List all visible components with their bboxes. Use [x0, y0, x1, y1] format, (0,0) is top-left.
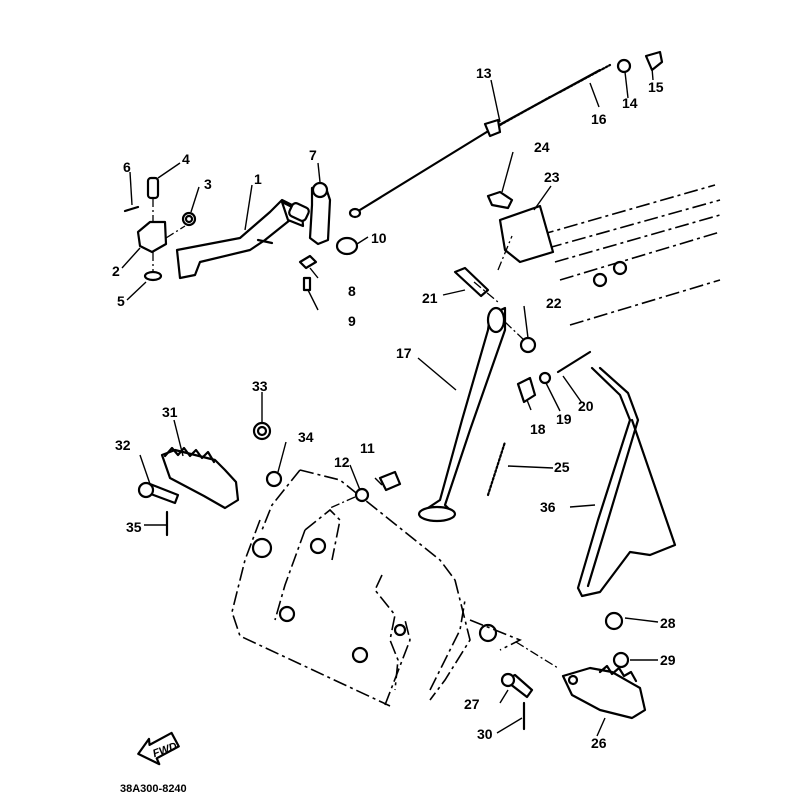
joint-14 — [616, 58, 632, 74]
callout-16: 16 — [591, 111, 607, 127]
callout-21: 21 — [422, 290, 438, 306]
cotter-pin-6 — [123, 205, 140, 213]
callout-32: 32 — [115, 437, 131, 453]
callout-29: 29 — [660, 652, 676, 668]
callout-12: 12 — [334, 454, 350, 470]
callout-8: 8 — [348, 283, 356, 299]
brake-rod — [353, 68, 602, 215]
callout-36: 36 — [540, 499, 556, 515]
callout-33: 33 — [252, 378, 268, 394]
stand-rod-36 — [576, 366, 677, 598]
washer — [143, 270, 163, 282]
callout-labels: 1 2 3 4 5 6 7 8 9 10 11 12 13 14 15 16 1… — [112, 65, 676, 751]
bolt-11 — [378, 470, 402, 492]
callout-34: 34 — [298, 429, 314, 445]
frame-outline — [231, 184, 721, 707]
side-stand-group — [417, 190, 592, 523]
nut-22 — [519, 336, 537, 354]
collar-34 — [265, 470, 283, 488]
callout-25: 25 — [554, 459, 570, 475]
callout-28: 28 — [660, 615, 676, 631]
left-footrest-group — [137, 421, 402, 537]
callout-23: 23 — [544, 169, 560, 185]
fwd-arrow: FWD — [137, 731, 180, 766]
callout-5: 5 — [117, 293, 125, 309]
callout-4: 4 — [182, 151, 190, 167]
callout-7: 7 — [309, 147, 317, 163]
stand-switch-18 — [516, 376, 537, 404]
bolt-9 — [302, 276, 312, 292]
spring-33 — [252, 421, 272, 441]
footrest-31 — [160, 448, 240, 510]
callout-13: 13 — [476, 65, 492, 81]
callout-30: 30 — [477, 726, 493, 742]
bolt-24 — [486, 190, 514, 210]
callout-10: 10 — [371, 230, 387, 246]
footrest-26 — [561, 666, 647, 720]
callout-9: 9 — [348, 313, 356, 329]
screw-20 — [556, 350, 592, 374]
callout-24: 24 — [534, 139, 550, 155]
clip — [298, 254, 318, 270]
spring-28 — [604, 611, 624, 631]
pedal-bracket — [136, 220, 168, 254]
callout-35: 35 — [126, 519, 142, 535]
rod-spring-16 — [558, 63, 612, 94]
callout-15: 15 — [648, 79, 664, 95]
callout-20: 20 — [578, 398, 594, 414]
collar-29 — [612, 651, 630, 669]
drawing-code: 38A300-8240 — [120, 783, 187, 795]
brake-pedal-group — [123, 176, 359, 292]
spring-10 — [335, 236, 359, 256]
pedal-spring — [181, 211, 197, 227]
callout-11: 11 — [360, 440, 375, 456]
leader-lines — [121, 67, 659, 737]
callout-3: 3 — [204, 176, 212, 192]
stand-spring-25 — [486, 440, 507, 497]
washer-19 — [538, 371, 552, 385]
callout-17: 17 — [396, 345, 412, 361]
stand-bracket-23 — [498, 204, 555, 264]
adjusting-nut-15 — [644, 50, 664, 72]
callout-19: 19 — [556, 411, 572, 427]
callout-6: 6 — [123, 159, 131, 175]
brake-pedal — [175, 198, 294, 280]
callout-1: 1 — [254, 171, 262, 187]
right-footrest-group — [500, 611, 647, 731]
callout-31: 31 — [162, 404, 178, 420]
pedal-pin — [146, 176, 160, 200]
callout-2: 2 — [112, 263, 120, 279]
callout-18: 18 — [530, 421, 546, 437]
callout-27: 27 — [464, 696, 480, 712]
side-stand — [423, 306, 507, 522]
callout-14: 14 — [622, 95, 638, 111]
callout-22: 22 — [546, 295, 562, 311]
pivot-bolt-21 — [453, 266, 490, 298]
nut-12 — [354, 487, 370, 503]
brake-rod-group — [348, 50, 664, 219]
callout-26: 26 — [591, 735, 607, 751]
